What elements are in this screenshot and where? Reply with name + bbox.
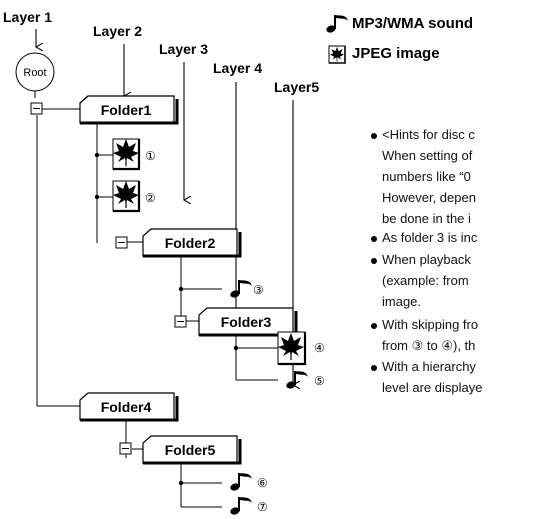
folder1[interactable]: Folder1 [79, 95, 179, 125]
folder2[interactable]: Folder2 [142, 228, 242, 258]
layer4-label: Layer 4 [213, 60, 262, 76]
collapse-box-folder2[interactable] [115, 236, 128, 249]
hint-4-line-2: from ③ to ④), th [382, 338, 476, 353]
file-number: ③ [253, 283, 264, 297]
junction-dot [178, 480, 184, 486]
music-note-icon [284, 370, 309, 391]
collapse-box-folder5[interactable] [119, 442, 132, 455]
root-label: Root [23, 67, 46, 79]
junction-dots [94, 152, 239, 486]
legend-jpeg-label: JPEG image [352, 45, 440, 62]
mp3-file-7[interactable] [228, 496, 253, 517]
junction-dot [178, 286, 184, 292]
junction-dot [233, 345, 239, 351]
hint-1-line-1: <Hints for disc c [382, 127, 475, 142]
mp3-file-6[interactable] [228, 472, 253, 493]
bullet-dot [371, 323, 377, 329]
hint-1-line-3: numbers like “0 [382, 169, 471, 184]
hint-1-line-5: be done in the i [382, 211, 471, 226]
folder3[interactable]: Folder3 [198, 307, 298, 337]
jpeg-file-4[interactable] [277, 331, 307, 366]
folder3-label: Folder3 [221, 314, 272, 330]
hint-3-line-2: (example: from [382, 273, 469, 288]
folder5[interactable]: Folder5 [142, 435, 242, 465]
jpeg-file-2[interactable] [112, 180, 141, 213]
jpeg-file-1[interactable] [112, 138, 141, 171]
hint-5-line-1: With a hierarchy [382, 359, 476, 374]
legend-mp3-label: MP3/WMA sound [352, 15, 474, 32]
layer1-label: Layer 1 [3, 9, 52, 25]
file-number: ⑤ [314, 374, 325, 388]
layer5-label: Layer5 [274, 79, 319, 95]
file-number: ② [145, 191, 156, 205]
legend-jpeg-icon [328, 45, 346, 64]
hint-1-line-2: When setting of [382, 148, 473, 163]
hint-5-line-2: level are displaye [382, 380, 483, 395]
bullet-dot [371, 236, 377, 242]
layer3-label: Layer 3 [159, 41, 208, 57]
bullet-dot [371, 133, 377, 139]
bullet-dot [371, 258, 377, 264]
folder4-label: Folder4 [101, 399, 152, 415]
folder1-label: Folder1 [101, 102, 152, 118]
hint-1-line-4: However, depen [382, 190, 476, 205]
layer2-label: Layer 2 [93, 23, 142, 39]
music-note-icon [228, 279, 253, 300]
music-note-icon [228, 472, 253, 493]
collapse-box-folder3[interactable] [174, 315, 187, 328]
junction-dot [94, 152, 100, 158]
folder2-label: Folder2 [165, 235, 216, 251]
legend-mp3-icon [324, 14, 349, 35]
bullet-dot [371, 365, 377, 371]
hint-3-line-3: image. [382, 294, 422, 309]
mp3-file-5[interactable] [284, 370, 309, 391]
mp3-file-3[interactable] [228, 279, 253, 300]
file-number: ⑥ [257, 476, 268, 490]
collapse-box-root[interactable] [30, 102, 43, 115]
music-note-icon [228, 496, 253, 517]
hint-3-line-1: When playback [382, 252, 471, 267]
folder4[interactable]: Folder4 [79, 392, 179, 422]
file-number: ④ [314, 341, 325, 355]
junction-dot [94, 194, 100, 200]
file-number: ① [145, 149, 156, 163]
hint-4-line-1: With skipping fro [382, 317, 479, 332]
folder5-label: Folder5 [165, 442, 216, 458]
hint-2-line-1: As folder 3 is inc [382, 230, 478, 245]
file-number: ⑦ [257, 500, 268, 514]
